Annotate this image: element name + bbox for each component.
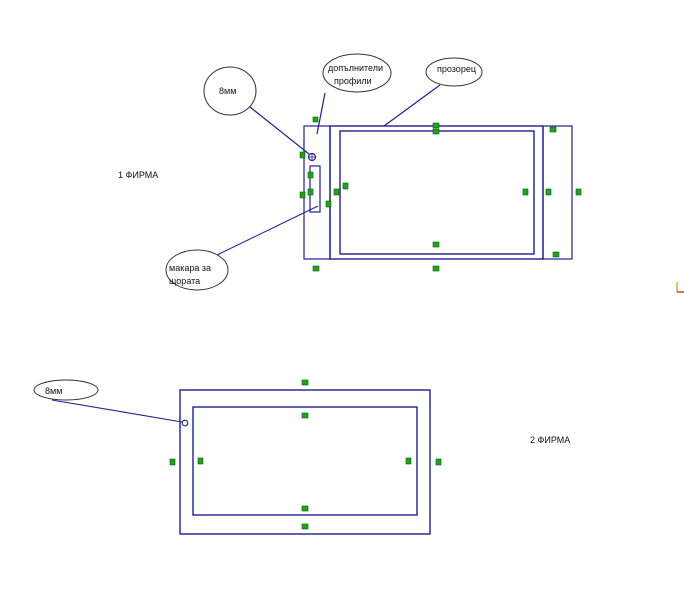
callout-8mm-bottom-bubble: [33, 379, 99, 401]
company-2-label: 2 ФИРМА: [530, 435, 570, 445]
callout-8mm-bubble: [203, 66, 257, 116]
constraint-marker: [301, 523, 309, 530]
constraint-marker: [312, 116, 319, 123]
hole-8mm: [307, 152, 317, 162]
window-outer-frame: [329, 125, 544, 260]
callout-8mm-bottom-text: 8мм: [45, 386, 62, 396]
callout-pulley-leader: [216, 205, 319, 256]
constraint-marker: [169, 458, 176, 466]
callout-pulley-text-1: макара за: [169, 263, 211, 273]
constraint-marker: [325, 200, 332, 208]
constraint-marker: [307, 171, 314, 179]
constraint-marker: [549, 126, 557, 133]
callout-pulley-bubble: [165, 249, 229, 291]
constraint-marker: [301, 505, 309, 512]
diagram-2: 8мм 2 ФИРМА: [33, 379, 570, 535]
callout-8mm-bottom-leader: [51, 399, 183, 423]
callout-8mm-text: 8мм: [219, 86, 236, 96]
constraint-marker: [342, 182, 349, 190]
constraint-marker: [301, 379, 309, 386]
frame-2-outer: [179, 389, 431, 535]
constraint-marker: [575, 188, 582, 196]
frame-2-inner: [192, 406, 418, 516]
callout-pulley-text-2: щората: [169, 276, 200, 286]
constraint-markers-top: [299, 116, 582, 272]
constraint-marker: [405, 457, 412, 465]
constraint-marker: [197, 457, 204, 465]
callout-extra-profiles-text-1: допълнители: [328, 63, 383, 73]
callout-8mm-leader: [249, 106, 310, 155]
hole-8mm-2: [181, 419, 189, 427]
constraint-marker: [522, 188, 529, 196]
callout-extra-profiles-bubble: [322, 53, 392, 93]
constraint-marker: [545, 188, 552, 196]
callout-extra-profiles-text-2: профили: [334, 76, 372, 86]
constraint-marker: [333, 188, 340, 196]
constraint-marker: [299, 191, 306, 199]
constraint-marker: [307, 188, 314, 196]
callout-window-leader: [383, 84, 441, 127]
callout-extra-profiles-leader: [316, 92, 326, 135]
constraint-marker: [552, 251, 560, 258]
callout-window-bubble: [425, 57, 483, 87]
diagram-1: 8мм допълнители профили прозорец макара …: [118, 53, 582, 291]
constraint-marker: [432, 128, 440, 135]
constraint-marker: [299, 151, 306, 159]
constraint-markers-bottom: [169, 379, 442, 530]
company-1-label: 1 ФИРМА: [118, 170, 158, 180]
constraint-marker: [312, 265, 320, 272]
callout-window-text: прозорец: [437, 64, 476, 74]
constraint-marker: [432, 122, 440, 129]
constraint-marker: [435, 458, 442, 466]
window-inner-frame: [339, 130, 535, 255]
constraint-marker: [432, 265, 440, 272]
constraint-marker: [301, 412, 309, 419]
axis-corner-icon: [676, 282, 684, 293]
constraint-marker: [432, 241, 440, 248]
extra-profile-right: [542, 125, 573, 260]
